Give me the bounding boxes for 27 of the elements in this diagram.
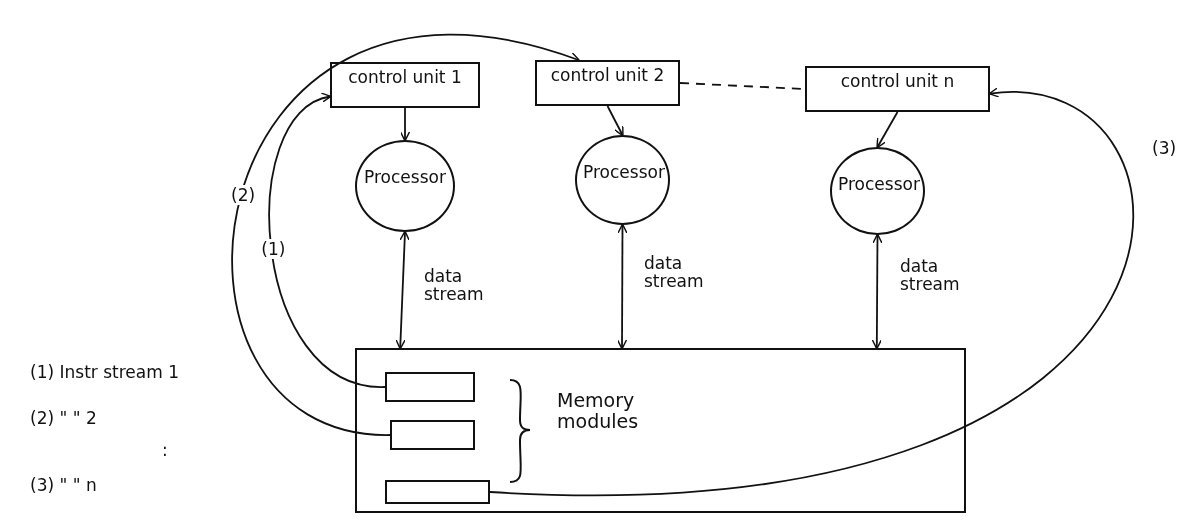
legend-note: (3) " " n (28, 475, 99, 495)
processor-circle (830, 147, 925, 235)
legend-note: (2) " " 2 (28, 408, 99, 428)
double-arrow (395, 230, 410, 350)
memory-module-box (390, 420, 475, 450)
memory-label: Memory modules (557, 390, 640, 432)
processor-circle (575, 135, 670, 225)
unit-label: control unit 1 (347, 68, 463, 87)
memory-module-box (385, 480, 490, 504)
arrow (876, 111, 899, 149)
memory-module-box (385, 372, 475, 402)
arrow (489, 88, 1133, 495)
control-unit-box (330, 62, 480, 108)
control-unit-box (805, 66, 990, 112)
legend-note: (1) Instr stream 1 (28, 362, 181, 382)
control-unit-box (535, 60, 680, 106)
arrow (231, 36, 581, 436)
double-arrow (871, 233, 883, 350)
memory-box (355, 348, 966, 513)
double-arrow (616, 223, 628, 350)
processor-label: Processor (363, 168, 447, 187)
arrow (606, 105, 624, 137)
unit-label: control unit 2 (549, 66, 666, 85)
arrow (399, 107, 411, 142)
unit-label: control unit n (839, 72, 956, 91)
arrow (268, 94, 386, 388)
processor-circle (355, 140, 455, 232)
